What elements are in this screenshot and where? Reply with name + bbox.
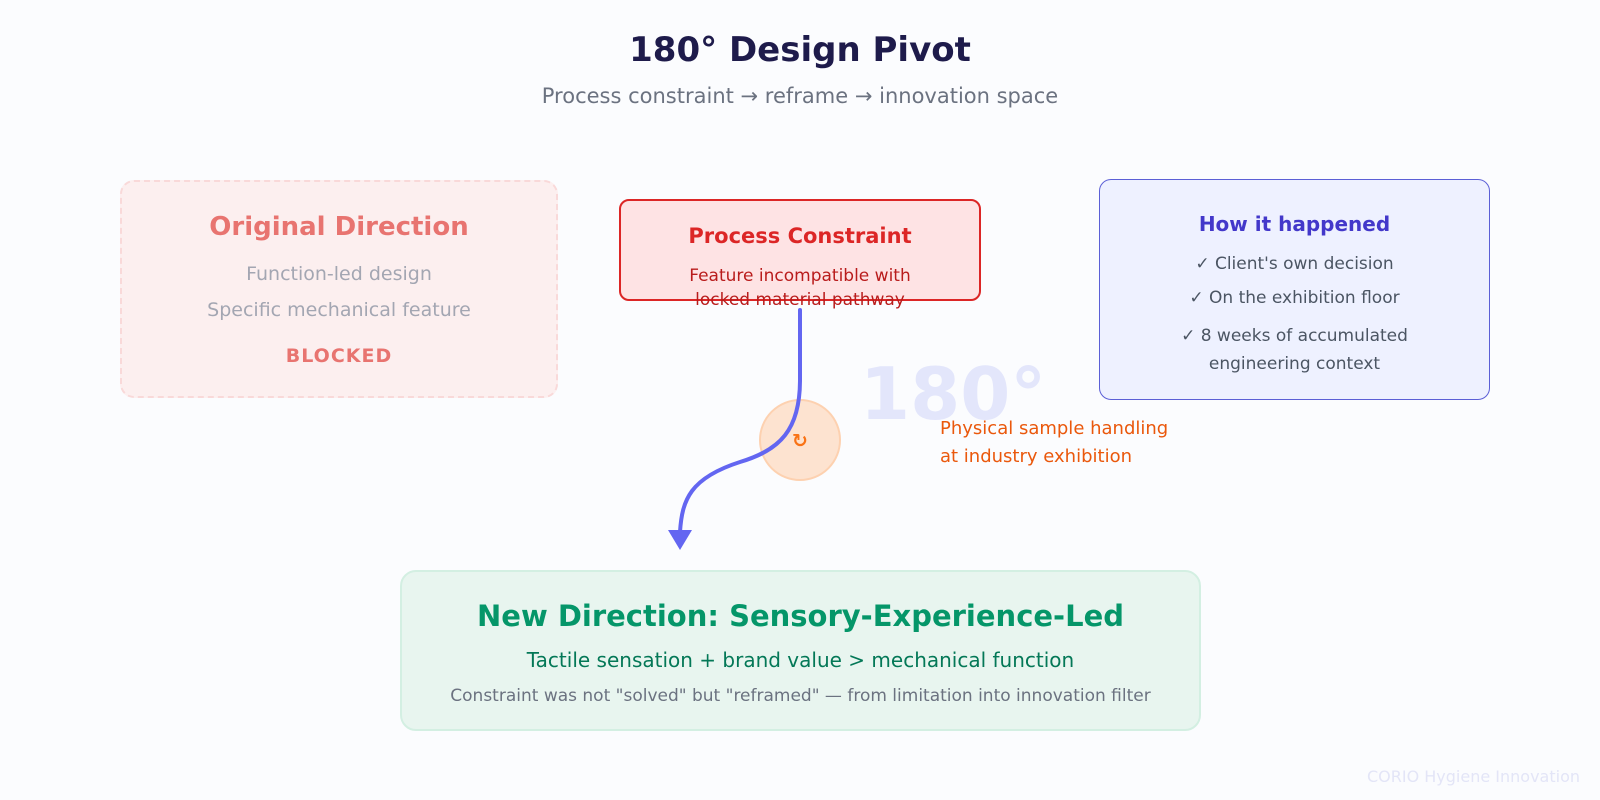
pivot-event-line: Physical sample handling: [940, 418, 1169, 439]
original-direction-title: Original Direction: [209, 212, 469, 242]
checklist-item: ✓ 8 weeks of accumulated engineering con…: [1100, 322, 1489, 378]
constraint-description-line: Feature incompatible with: [689, 266, 911, 286]
process-constraint-title: Process Constraint: [688, 224, 912, 248]
checklist-item-line: ✓ 8 weeks of accumulated: [1181, 326, 1408, 346]
original-direction-line: Function-led design: [246, 263, 432, 285]
new-direction-note: Constraint was not "solved" but "reframe…: [450, 686, 1151, 706]
how-it-happened-title: How it happened: [1198, 212, 1391, 236]
original-direction-card: Original Direction Function-led design S…: [120, 180, 558, 398]
pivot-arrow-path: [678, 308, 802, 534]
how-it-happened-card: How it happened ✓ Client's own decision …: [1099, 179, 1490, 400]
checklist-item-line: engineering context: [1208, 354, 1381, 374]
rotate-icon: ↻: [792, 430, 808, 452]
pivot-event-line: at industry exhibition: [940, 446, 1132, 467]
page-subtitle: Process constraint → reframe → innovatio…: [541, 84, 1059, 108]
arrow-head-icon: [668, 530, 692, 550]
original-direction-line: Specific mechanical feature: [207, 299, 471, 321]
checklist-item: ✓ On the exhibition floor: [1189, 288, 1400, 308]
new-direction-subtitle: Tactile sensation + brand value > mechan…: [526, 648, 1075, 672]
process-constraint-card: Process Constraint Feature incompatible …: [619, 199, 981, 310]
new-direction-card: New Direction: Sensory-Experience-Led Ta…: [400, 570, 1201, 731]
checklist-item: ✓ Client's own decision: [1195, 254, 1394, 274]
page-title: 180° Design Pivot: [629, 30, 971, 70]
pivot-degrees-label: 180°: [860, 352, 1047, 436]
process-constraint-description: Feature incompatible with locked materia…: [621, 264, 979, 312]
footer-credit: CORIO Hygiene Innovation: [1366, 767, 1580, 786]
blocked-status: BLOCKED: [285, 345, 393, 367]
new-direction-title: New Direction: Sensory-Experience-Led: [477, 599, 1124, 633]
pivot-event-label: Physical sample handling at industry exh…: [940, 415, 1168, 471]
constraint-description-line: locked material pathway: [695, 290, 905, 310]
